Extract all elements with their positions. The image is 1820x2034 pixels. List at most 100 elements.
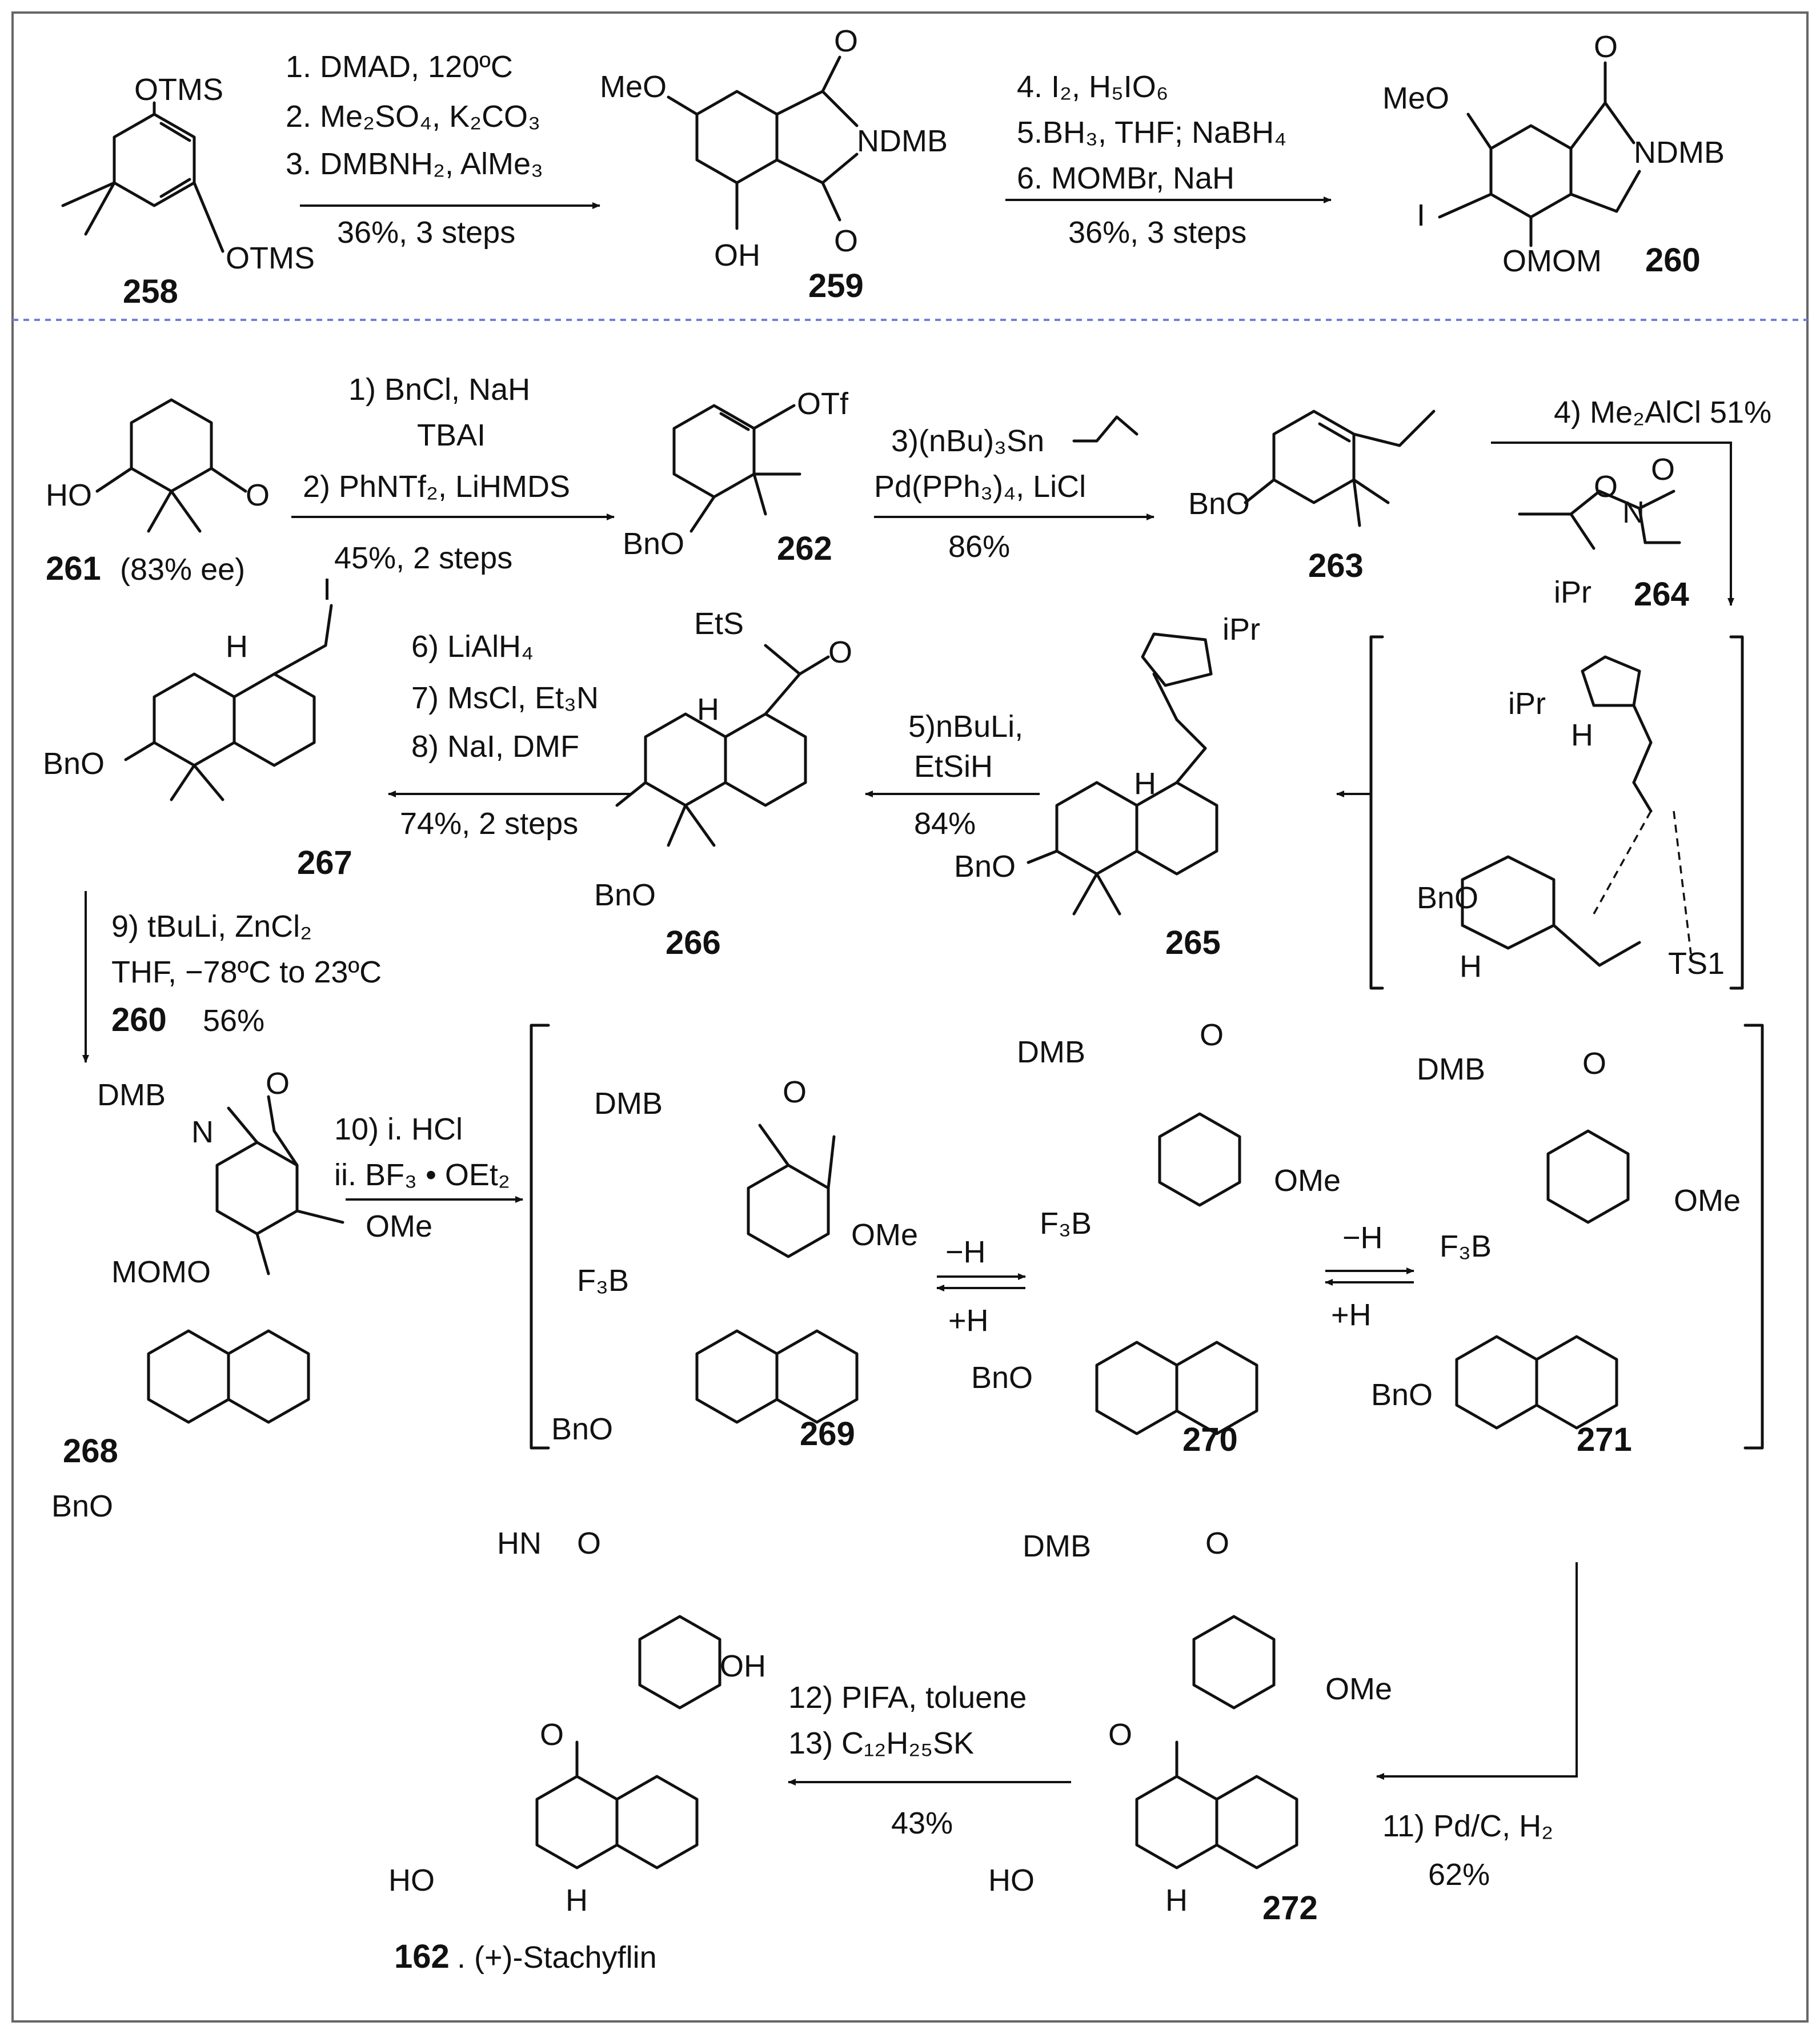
compound-number: 162 bbox=[394, 1938, 450, 1975]
compound-number: 266 bbox=[666, 924, 721, 961]
condition-text: 1. DMAD, 120ºC bbox=[286, 50, 513, 84]
protonation-label: +H bbox=[1331, 1298, 1372, 1332]
ndmb-label: NDMB bbox=[857, 124, 948, 158]
ipr-label: iPr bbox=[1554, 575, 1592, 609]
dmb-label: DMB bbox=[97, 1078, 166, 1112]
condition-text: 5.BH₃, THF; NaBH₄ bbox=[1017, 115, 1286, 150]
ome-label: OMe bbox=[1674, 1184, 1741, 1218]
h-label: H bbox=[1460, 949, 1482, 984]
compound-270: O DMB OMe F₃B BnO 270 bbox=[971, 1018, 1341, 1458]
bno-label: BnO bbox=[1417, 881, 1478, 915]
ome-label: OMe bbox=[1325, 1672, 1392, 1706]
condition-text: 2) PhNTf₂, LiHMDS bbox=[303, 470, 570, 504]
ome-label: OMe bbox=[366, 1209, 432, 1243]
dmb-label: DMB bbox=[1017, 1035, 1085, 1069]
yield-text: 84% bbox=[914, 807, 976, 841]
bno-label: BnO bbox=[594, 878, 656, 912]
ho-label: HO bbox=[988, 1863, 1035, 1897]
condition-text: 2. Me₂SO₄, K₂CO₃ bbox=[286, 99, 540, 134]
compound-number: 258 bbox=[123, 273, 178, 310]
iodo-label: I bbox=[323, 572, 331, 607]
bracket-right bbox=[1743, 1024, 1764, 1450]
bno-label: BnO bbox=[551, 1412, 613, 1446]
compound-number: 263 bbox=[1308, 547, 1364, 584]
f3b-label: F₃B bbox=[1040, 1206, 1092, 1241]
ho-label: HO bbox=[46, 478, 92, 512]
bracket-left bbox=[530, 1024, 550, 1450]
compound-number: 265 bbox=[1165, 924, 1221, 961]
condition-text: Pd(PPh₃)₄, LiCl bbox=[874, 470, 1086, 504]
transition-state-ts1: iPr BnO H H TS1 bbox=[1369, 635, 1744, 990]
compound-268: O DMB N OMe MOMO 268 BnO bbox=[51, 1066, 432, 1523]
compound-number: 271 bbox=[1577, 1421, 1632, 1458]
outer-frame bbox=[11, 11, 1809, 2023]
compound-number: 261 bbox=[46, 550, 101, 587]
bno-label: BnO bbox=[623, 527, 684, 561]
reaction-arrow bbox=[1491, 442, 1734, 606]
compound-262: OTf BnO 262 bbox=[623, 387, 849, 567]
dmb-label: DMB bbox=[1417, 1052, 1485, 1086]
yield-text: 36%, 3 steps bbox=[1068, 215, 1246, 250]
compound-266: EtS O H BnO 266 bbox=[594, 607, 852, 961]
oxygen-label: O bbox=[834, 224, 858, 258]
condition-text: 5)nBuLi, bbox=[908, 709, 1023, 744]
condition-text: 10) i. HCl bbox=[334, 1112, 463, 1146]
h-label: H bbox=[226, 629, 248, 664]
oxygen-label: O bbox=[1594, 30, 1618, 64]
condition-text: 8) NaI, DMF bbox=[411, 729, 579, 764]
condition-text: 4. I₂, H₅IO₆ bbox=[1017, 70, 1169, 104]
nitrogen-label: N bbox=[191, 1115, 214, 1149]
compound-261: HO O 261 (83% ee) bbox=[46, 398, 270, 587]
yield-text: 45%, 2 steps bbox=[334, 541, 512, 575]
condition-text: 13) C₁₂H₂₅SK bbox=[788, 1726, 974, 1760]
ee-label: (83% ee) bbox=[120, 552, 245, 587]
oxygen-label: O bbox=[1582, 1046, 1606, 1081]
condition-text: 12) PIFA, toluene bbox=[788, 1680, 1027, 1715]
compound-number: 268 bbox=[63, 1433, 118, 1470]
otf-label: OTf bbox=[797, 387, 849, 421]
dmb-label: DMB bbox=[1023, 1529, 1091, 1563]
ndmb-label: NDMB bbox=[1634, 135, 1725, 170]
oxygen-label: O bbox=[540, 1718, 564, 1752]
ome-label: OMe bbox=[851, 1218, 918, 1252]
condition-text: 3)(nBu)₃Sn bbox=[891, 424, 1044, 458]
oxygen-label: O bbox=[246, 478, 270, 512]
yield-text: 36%, 3 steps bbox=[337, 215, 515, 250]
compound-263: BnO 263 bbox=[1188, 410, 1436, 584]
compound-number: 270 bbox=[1182, 1421, 1238, 1458]
omom-label: MOMO bbox=[111, 1255, 211, 1289]
condition-text: ii. BF₃ • OEt₂ bbox=[334, 1158, 510, 1192]
compound-number: 272 bbox=[1262, 1889, 1318, 1927]
vinyl-bond bbox=[1072, 415, 1138, 443]
oxygen-label: O bbox=[1594, 470, 1618, 504]
compound-265: iPr BnO H 265 bbox=[954, 612, 1260, 961]
ho-label: HO bbox=[388, 1863, 435, 1897]
reaction-arrow bbox=[1376, 1562, 1578, 1780]
compound-number: 259 bbox=[808, 267, 864, 304]
f3b-label: F₃B bbox=[577, 1263, 629, 1298]
iodo-label: I bbox=[1417, 198, 1425, 232]
condition-text: 6) LiAlH₄ bbox=[411, 629, 534, 664]
condition-text: 4) Me₂AlCl 51% bbox=[1554, 395, 1771, 430]
ipr-label: iPr bbox=[1508, 687, 1546, 721]
condition-text: EtSiH bbox=[914, 749, 993, 784]
bno-label: BnO bbox=[1188, 487, 1250, 521]
compound-number: 262 bbox=[777, 530, 832, 567]
oxygen-label: O bbox=[1200, 1018, 1224, 1052]
compound-258: OTMS OTMS 258 bbox=[61, 73, 315, 310]
condition-text: 3. DMBNH₂, AlMe₃ bbox=[286, 147, 543, 181]
yield-text: 74%, 2 steps bbox=[400, 807, 578, 841]
oxygen-label: O bbox=[1205, 1526, 1229, 1560]
bno-label: BnO bbox=[971, 1361, 1033, 1395]
oxygen-label: O bbox=[266, 1066, 290, 1101]
condition-text: 7) MsCl, Et₃N bbox=[411, 681, 599, 715]
bno-label: BnO bbox=[51, 1489, 113, 1523]
condition-text: 11) Pd/C, H₂ bbox=[1382, 1809, 1553, 1843]
meo-label: MeO bbox=[600, 70, 667, 104]
yield-text: 62% bbox=[1428, 1858, 1490, 1892]
hn-label: HN bbox=[497, 1526, 542, 1560]
oh-label: OH bbox=[720, 1649, 766, 1683]
compound-271: O DMB OMe F₃B BnO 271 bbox=[1371, 1046, 1741, 1458]
h-label: H bbox=[1165, 1883, 1188, 1917]
otms-label: OTMS bbox=[134, 73, 223, 107]
